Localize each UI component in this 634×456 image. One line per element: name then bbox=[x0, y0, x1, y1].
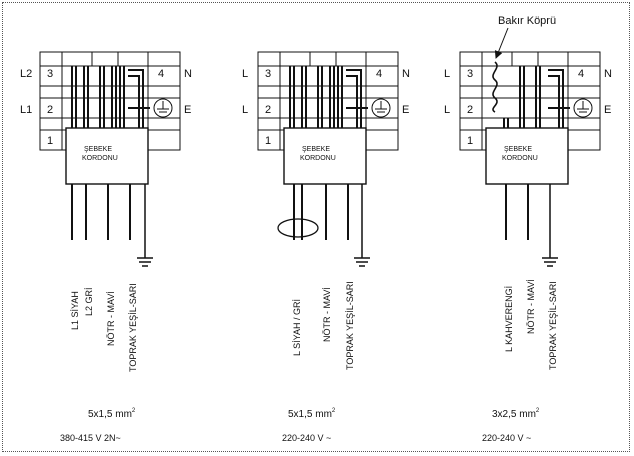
voltage-label: 220-240 V ~ bbox=[282, 433, 331, 443]
terminal-block bbox=[459, 51, 601, 185]
wire-label: TOPRAK YEŞİL-SARI bbox=[345, 281, 355, 370]
terminal-1-label: 1 bbox=[265, 135, 271, 147]
terminal-1-label: 1 bbox=[467, 135, 473, 147]
side-label-n: N bbox=[604, 68, 612, 80]
side-label-e: E bbox=[184, 104, 191, 116]
wire-label: TOPRAK YEŞİL-SARI bbox=[128, 283, 138, 372]
wire-label: L1 SİYAH bbox=[70, 291, 80, 330]
ground-symbol bbox=[137, 184, 153, 267]
side-label-l1: L1 bbox=[20, 104, 32, 116]
terminal-3-label: 3 bbox=[467, 68, 473, 80]
side-label-e: E bbox=[604, 104, 611, 116]
terminal-3-label: 3 bbox=[47, 68, 53, 80]
earth-symbol bbox=[573, 98, 593, 118]
wire-label: L SİYAH / GRİ bbox=[292, 299, 302, 356]
wire-label: TOPRAK YEŞİL-SARI bbox=[548, 281, 558, 370]
cable-spec: 5x1,5 mm2 bbox=[288, 408, 336, 420]
box-label-line2: KORDONU bbox=[502, 155, 538, 162]
side-label-n: N bbox=[184, 68, 192, 80]
voltage-label: 380-415 V 2N~ bbox=[60, 433, 121, 443]
terminal-3-label: 3 bbox=[265, 68, 271, 80]
cable-spec: 5x1,5 mm2 bbox=[88, 408, 136, 420]
wire-bundle-loop bbox=[277, 218, 319, 238]
side-label-l: L bbox=[444, 104, 450, 116]
side-label-e: E bbox=[402, 104, 409, 116]
terminal-block bbox=[257, 51, 399, 185]
wire-label: NÖTR - MAVİ bbox=[526, 279, 536, 334]
diagram-frame bbox=[2, 2, 630, 452]
diagram-single-phase-5core: 3 2 1 4 L L N E ŞEBEKE KORDONU L SİYAH /… bbox=[242, 51, 410, 443]
side-label-l2: L2 bbox=[20, 68, 32, 80]
diagram-three-phase: 3 2 1 4 L2 L1 N E ŞEBEKE KORDONU L1 SİYA… bbox=[20, 51, 192, 443]
wire-label: NÖTR - MAVİ bbox=[106, 291, 116, 346]
wires bbox=[289, 66, 368, 240]
terminal-2-label: 2 bbox=[265, 104, 271, 116]
terminal-2-label: 2 bbox=[47, 104, 53, 116]
wire-label: L2 GRİ bbox=[84, 287, 94, 316]
voltage-label: 220-240 V ~ bbox=[482, 433, 531, 443]
callout-arrow bbox=[494, 27, 509, 59]
terminal-4-label: 4 bbox=[376, 68, 382, 80]
terminal-4-label: 4 bbox=[158, 68, 164, 80]
wires bbox=[503, 66, 570, 240]
ground-symbol bbox=[354, 184, 370, 267]
terminal-1-label: 1 bbox=[47, 135, 53, 147]
side-label-n: N bbox=[402, 68, 410, 80]
wires bbox=[71, 66, 150, 240]
box-label-line1: ŞEBEKE bbox=[302, 146, 330, 153]
box-label-line2: KORDONU bbox=[300, 155, 336, 162]
terminal-block bbox=[39, 51, 181, 185]
copper-bridge-label: Bakır Köprü bbox=[498, 15, 556, 27]
box-label-line1: ŞEBEKE bbox=[504, 146, 532, 153]
box-label-line1: ŞEBEKE bbox=[84, 146, 112, 153]
earth-symbol bbox=[153, 98, 173, 118]
side-label-l: L bbox=[444, 68, 450, 80]
earth-symbol bbox=[371, 98, 391, 118]
cable-spec: 3x2,5 mm2 bbox=[492, 408, 540, 420]
copper-bridge bbox=[492, 61, 498, 113]
terminal-2-label: 2 bbox=[467, 104, 473, 116]
ground-symbol bbox=[542, 184, 558, 267]
wire-label: L KAHVERENGİ bbox=[504, 286, 514, 352]
wire-label: NÖTR - MAVİ bbox=[322, 287, 332, 342]
side-label-l: L bbox=[242, 68, 248, 80]
side-label-l: L bbox=[242, 104, 248, 116]
box-label-line2: KORDONU bbox=[82, 155, 118, 162]
diagram-single-phase-3core: Bakır Köprü 3 2 1 4 L L N E ŞEBEKE KORDO… bbox=[444, 15, 612, 443]
terminal-4-label: 4 bbox=[578, 68, 584, 80]
